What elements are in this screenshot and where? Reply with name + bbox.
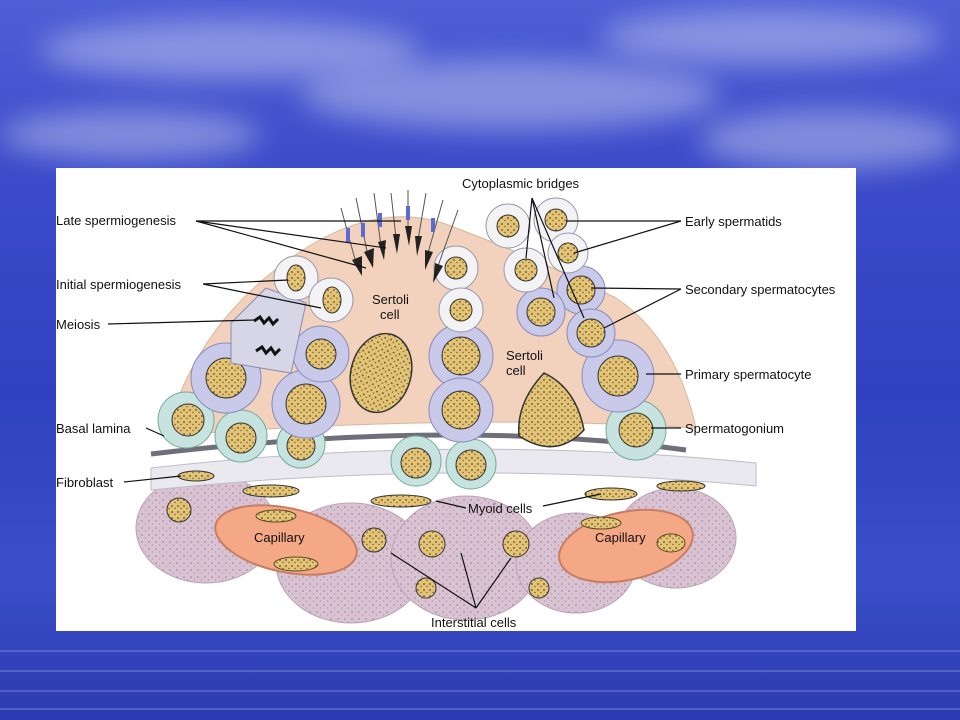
label-sertoli-cell-1-line1: Sertoli <box>372 292 409 307</box>
label-basal-lamina: Basal lamina <box>56 421 131 436</box>
leader-lines <box>107 197 682 609</box>
late-spermatids <box>340 190 459 283</box>
label-meiosis: Meiosis <box>56 317 101 332</box>
secondary-spermatocytes <box>516 265 616 358</box>
seminiferous-epithelium-figure: Late spermiogenesis Initial spermiogenes… <box>56 168 856 631</box>
label-myoid-cells: Myoid cells <box>468 501 533 516</box>
primary-spermatocytes <box>190 323 655 443</box>
cloud-wisp <box>700 110 960 170</box>
label-capillary-left: Capillary <box>254 530 305 545</box>
label-sertoli-cell-1-line2: cell <box>380 307 400 322</box>
cloud-wisp <box>0 110 260 160</box>
label-spermatogonium: Spermatogonium <box>685 421 784 436</box>
water-ripple <box>0 708 960 710</box>
capillary-left <box>214 504 358 576</box>
label-initial-spermiogenesis: Initial spermiogenesis <box>56 277 182 292</box>
sertoli-nuclei <box>349 332 585 448</box>
label-secondary-spermatocytes: Secondary spermatocytes <box>685 282 836 297</box>
label-capillary-right: Capillary <box>595 530 646 545</box>
cloud-wisp <box>600 10 940 65</box>
early-spermatids <box>433 197 589 333</box>
label-interstitial-cells: Interstitial cells <box>431 615 517 630</box>
interstitial-nuclei <box>166 497 550 599</box>
diagram-svg: Late spermiogenesis Initial spermiogenes… <box>56 176 836 630</box>
meiosis-cell <box>230 287 307 374</box>
water-ripple <box>0 690 960 692</box>
label-late-spermiogenesis: Late spermiogenesis <box>56 213 176 228</box>
water-ripple <box>0 650 960 652</box>
water-ripple <box>0 670 960 672</box>
label-cytoplasmic-bridges: Cytoplasmic bridges <box>462 176 580 191</box>
initial-spermiogenesis-cells <box>273 255 354 323</box>
label-early-spermatids: Early spermatids <box>685 214 782 229</box>
label-primary-spermatocyte: Primary spermatocyte <box>685 367 811 382</box>
cloud-wisp <box>300 60 720 130</box>
capillary-right <box>558 508 694 584</box>
cloud-wisp <box>40 20 420 80</box>
label-sertoli-cell-2-line1: Sertoli <box>506 348 543 363</box>
label-sertoli-cell-2-line2: cell <box>506 363 526 378</box>
label-fibroblast: Fibroblast <box>56 475 113 490</box>
